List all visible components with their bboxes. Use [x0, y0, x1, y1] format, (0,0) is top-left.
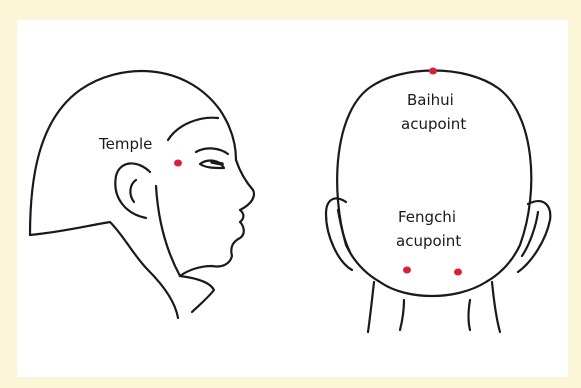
back-neck-right	[492, 282, 500, 332]
fengchi-point-left	[403, 267, 411, 274]
temple-point	[174, 160, 182, 167]
side-profile-head	[30, 71, 254, 318]
side-hairline	[168, 118, 218, 140]
side-eyebrow	[196, 148, 228, 154]
back-view-head	[326, 71, 550, 333]
baihui-label-line2: acupoint	[401, 115, 466, 133]
side-neck-front	[180, 276, 214, 312]
ear-outline	[115, 163, 150, 218]
baihui-label-line1: Baihui	[407, 91, 454, 109]
back-neck-left	[368, 282, 374, 332]
side-head-skull-outline	[30, 71, 236, 235]
temple-label: Temple	[99, 135, 152, 153]
back-shoulder-left	[400, 300, 404, 330]
side-face-profile	[180, 160, 254, 276]
side-neck-back	[30, 222, 178, 318]
back-shoulder-right	[469, 300, 471, 330]
fengchi-label-line1: Fengchi	[398, 208, 456, 226]
baihui-point	[429, 68, 437, 75]
side-jawline	[156, 186, 180, 276]
fengchi-label-line2: acupoint	[396, 232, 461, 250]
fengchi-point-right	[454, 269, 462, 276]
ear-inner	[130, 180, 136, 202]
